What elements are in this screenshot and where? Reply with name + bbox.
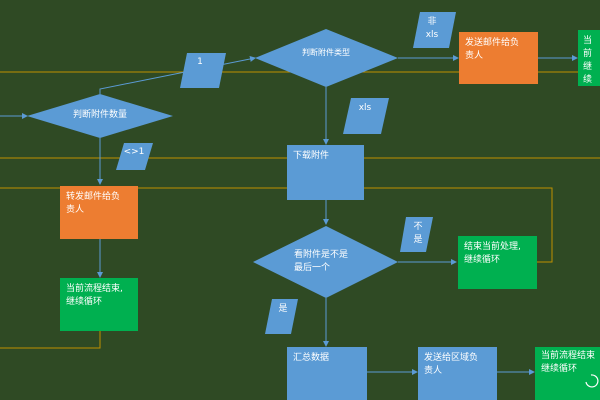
condition-not-one (116, 143, 153, 170)
condition-xls (343, 98, 389, 134)
box-download (287, 145, 364, 200)
connectors (0, 55, 578, 375)
connector-count-to-type (99, 56, 256, 94)
box-summary (287, 347, 367, 400)
refresh-icon (585, 374, 599, 388)
decision-is-last (253, 226, 398, 298)
box-current-flow-end-left (60, 278, 138, 331)
box-end-current-continue (458, 236, 537, 289)
box-current-end-top (578, 30, 600, 86)
condition-not-xls (413, 12, 456, 48)
loop-line-left (0, 331, 101, 349)
condition-one (180, 53, 226, 88)
decision-attachment-type (255, 29, 398, 87)
condition-no (400, 217, 433, 252)
decision-attachment-count (27, 94, 173, 138)
condition-yes (265, 299, 298, 334)
box-send-region-owner (418, 347, 497, 400)
loop-line-right (0, 187, 553, 263)
box-send-mail-owner (459, 32, 538, 84)
box-current-flow-end-bottom (535, 347, 600, 400)
box-forward-mail-owner (60, 186, 138, 239)
